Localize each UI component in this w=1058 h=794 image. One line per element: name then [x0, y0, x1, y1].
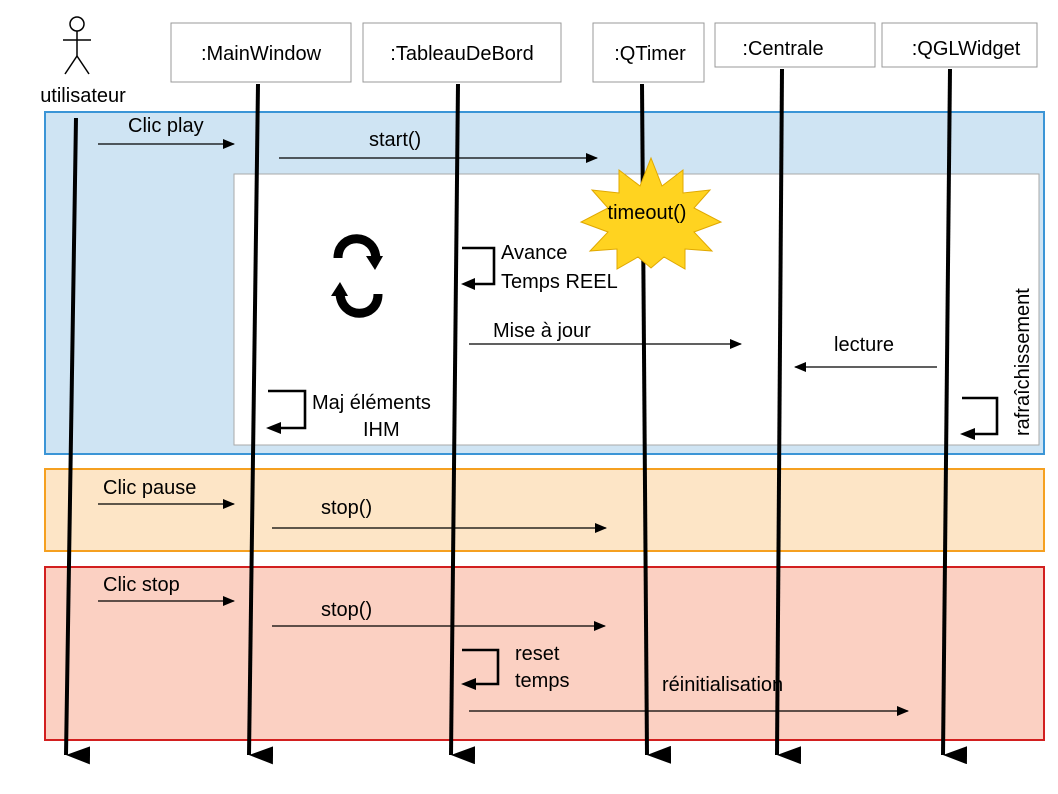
stick-figure-icon: [63, 16, 91, 75]
participant-label: :MainWindow: [201, 43, 322, 65]
message-mise-a-jour-label: Mise à jour: [493, 320, 591, 342]
message-lecture-label: lecture: [834, 334, 894, 356]
message-stop-stop-label: stop(): [321, 599, 372, 621]
message-rafraichissement-label: rafraîchissement: [1012, 288, 1034, 436]
message-clic-pause-label: Clic pause: [103, 477, 196, 499]
message-reinitialisation-label: réinitialisation: [662, 674, 783, 696]
self-message-avance: [462, 246, 496, 286]
message-maj-label-line2: IHM: [363, 419, 400, 441]
participant-label: :Centrale: [742, 38, 823, 60]
participant-mainwindow: :MainWindow: [170, 22, 352, 83]
self-message-maj-arrowhead: [266, 422, 281, 434]
frame-pause: [44, 468, 1045, 552]
self-message-rafraichissement-arrowhead: [960, 428, 975, 440]
message-reset-label-line1: reset: [515, 643, 560, 665]
message-clic-play-label: Clic play: [128, 115, 204, 137]
message-start-label: start(): [369, 129, 421, 151]
message-avance-label-line2: Temps REEL: [501, 271, 618, 293]
self-message-reset-arrowhead: [461, 678, 476, 690]
message-avance-label-line1: Avance: [501, 242, 567, 264]
participant-label: :TableauDeBord: [390, 43, 533, 65]
participant-label: :QTimer: [614, 43, 686, 65]
participant-label: :QGLWidget: [912, 38, 1021, 60]
participant-qglwidget: :QGLWidget: [881, 22, 1038, 68]
lifeline-qglwidget: [941, 68, 968, 765]
starburst-icon: [579, 156, 723, 270]
actor-label: utilisateur: [40, 85, 126, 107]
message-clic-stop-label: Clic stop: [103, 574, 180, 596]
lifeline-centrale: [775, 68, 802, 765]
participant-centrale: :Centrale: [714, 22, 876, 68]
message-stop-pause-label: stop(): [321, 497, 372, 519]
message-reset-label-line2: temps: [515, 670, 569, 692]
participant-tableaudebord: :TableauDeBord: [362, 22, 562, 83]
self-message-maj: [268, 389, 307, 430]
self-message-avance-arrowhead: [461, 278, 475, 290]
lifeline-utilisateur: [64, 117, 91, 765]
self-message-rafraichissement: [962, 396, 999, 436]
lifeline-mainwindow: [247, 83, 274, 765]
self-message-reset: [462, 648, 500, 686]
loop-arrows-icon: [331, 234, 383, 318]
lifeline-tableaudebord: [449, 83, 476, 765]
message-timeout-label: timeout(): [608, 202, 687, 224]
message-maj-label-line1: Maj éléments: [312, 392, 431, 414]
participant-qtimer: :QTimer: [592, 22, 705, 83]
